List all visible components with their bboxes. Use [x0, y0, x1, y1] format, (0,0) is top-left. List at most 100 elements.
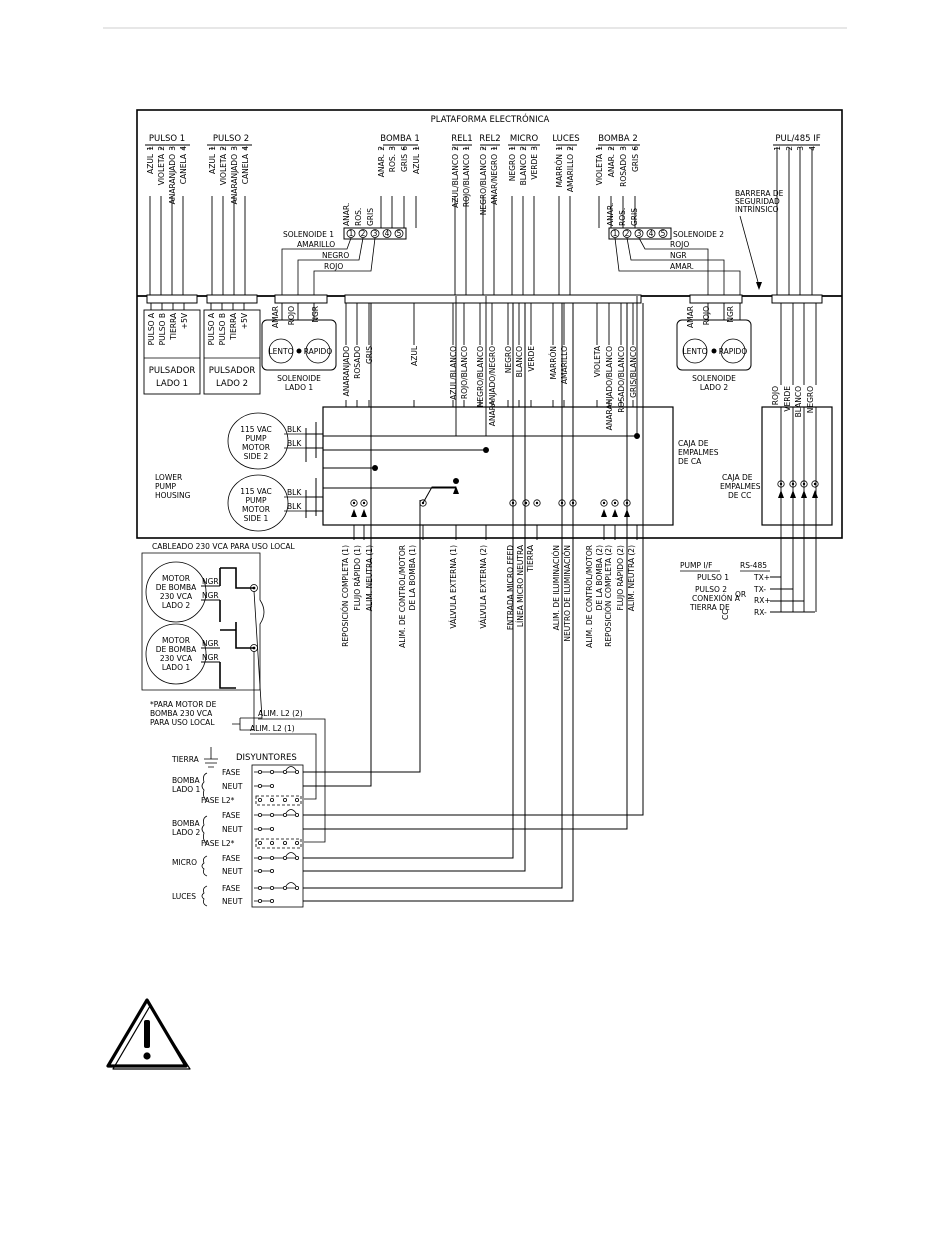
- dc-wire-label: NEGRO: [806, 386, 815, 413]
- bomba2-pin-label: 1: [595, 146, 604, 151]
- bomba1-pin-label: 6: [400, 146, 409, 151]
- caja-cc-line-1: CAJA DE: [722, 473, 753, 482]
- sol1-num: 2: [361, 229, 366, 238]
- ac-arrow-icons: [351, 486, 630, 517]
- bottom-function-label: VÁLVULA EXTERNA (1): [449, 545, 458, 629]
- motor-feed-wires: [305, 428, 323, 518]
- solenoid-lado1-box: [261, 319, 337, 371]
- header-pulso1: PULSO 1: [149, 134, 185, 144]
- bomba1-wire-label: AZUL: [412, 153, 421, 174]
- bomba2-pin-label: 3: [619, 146, 628, 151]
- lower-wire-label: ANARANJADO/BLANCO: [605, 346, 614, 430]
- sol2-top-label: ANAR.: [606, 203, 615, 226]
- sol1-num: 5: [397, 229, 402, 238]
- ac-azul-link: [422, 486, 456, 504]
- breaker-micro: MICRO: [172, 858, 197, 867]
- breaker-rows: FASE NEUT FASE L2* FASE NEUT FASE L2* FA…: [201, 768, 243, 906]
- breaker-bomba1-2: LADO 1: [172, 785, 201, 794]
- pulso1-wire-label: VIOLETA: [157, 153, 166, 185]
- bomba2-pin-label: 2: [607, 146, 616, 151]
- rs485-tx-plus: TX+: [753, 573, 770, 582]
- breaker-neut: NEUT: [222, 897, 243, 906]
- sol2-num: 3: [637, 229, 642, 238]
- sol1-title: SOLENOIDE 1: [283, 230, 334, 239]
- pul485-pin-label: 2: [785, 146, 794, 151]
- connector-blocks: [146, 294, 823, 304]
- motor1-blk-a: BLK: [287, 488, 302, 497]
- pulso1-pin-label: 2: [157, 146, 166, 151]
- header-pul485: PUL/485 IF: [775, 134, 820, 144]
- note230-leaders: [232, 590, 263, 731]
- pulso2-wire-label: VIOLETA: [219, 153, 228, 185]
- sol-lado2-pin-label: ROJO: [702, 306, 711, 325]
- pulso1-pin-label: 4: [179, 146, 188, 151]
- breaker-panel: [251, 764, 304, 908]
- sol2-wire-label: NGR: [670, 251, 687, 260]
- conn-pulso1: [146, 294, 198, 304]
- bomba1-wire-label: ROS.: [388, 154, 397, 172]
- solenoid-lado1-title-2: LADO 1: [285, 383, 314, 392]
- bomba2-wire-label: GRIS: [631, 154, 640, 172]
- ac-terminals: [350, 433, 640, 507]
- lower-wire-label: ROJO/BLANCO: [460, 346, 469, 399]
- motor2-line: MOTOR: [242, 443, 270, 452]
- motor230-1-line: LADO 1: [162, 663, 191, 672]
- rs485-tx-minus: TX-: [753, 585, 766, 594]
- sol1-wire-negro: [297, 237, 364, 295]
- sol2-wire-rojo: [638, 237, 709, 295]
- motor230-2-line: 230 VCA: [160, 592, 193, 601]
- rel2-pin-label: 2: [479, 146, 488, 151]
- barrier-arrow-icon: [756, 282, 762, 290]
- bottom-function-label: DE LA BOMBA (1): [408, 545, 417, 611]
- pulso2-pin-label: 4: [241, 146, 250, 151]
- sol-lado1-pin-label: ROJO: [287, 306, 296, 325]
- breaker-switch-links: [254, 771, 295, 902]
- breaker-bomba2-2: LADO 2: [172, 828, 201, 837]
- header-bomba2: BOMBA 2: [598, 134, 637, 144]
- micro-wire-label: VERDE: [530, 154, 539, 180]
- caja-cc-line-2: EMPALMES: [720, 482, 761, 491]
- solenoid-lado2-box: [676, 319, 752, 371]
- solenoid-lado2-title-2: LADO 2: [700, 383, 729, 392]
- motor230-2-line: LADO 2: [162, 601, 191, 610]
- header-rel2: REL2: [479, 134, 500, 144]
- pump-motor-side2: [227, 412, 289, 470]
- bomba1-pin-label: 1: [412, 146, 421, 151]
- bottom-function-label: TIERRA: [526, 544, 535, 573]
- pump-if-conexion-2: TIERRA DE: [689, 603, 730, 612]
- pul485-pin-label: 3: [796, 146, 805, 151]
- lower-housing-line-2: PUMP: [155, 482, 176, 491]
- sol2-wire-label: AMAR.: [670, 262, 694, 271]
- sol2-rapido-coil: [720, 338, 746, 364]
- pulso2-pin-label: 3: [230, 146, 239, 151]
- pulso1-wire-label: ANARANJADO: [168, 154, 177, 205]
- lower-wire-label: ANARANJADO: [342, 346, 351, 397]
- tierra-label: TIERRA: [171, 755, 200, 764]
- pulsador2-pin-label: TIERRA: [229, 312, 238, 341]
- rel1-pin-label: 1: [462, 146, 471, 151]
- cableado-links: [219, 567, 254, 689]
- pulsador1-pin-label: TIERRA: [169, 312, 178, 341]
- bottom-function-label: ALIM. DE ILUMINACIÓN: [552, 545, 561, 630]
- lower-wire-label: ANARANJADO/NEGRO: [488, 346, 497, 426]
- sol1-lento-coil: [268, 338, 294, 364]
- pulso2-wire-label: CANELA: [241, 153, 250, 184]
- sol1-wire-label: AMARILLO: [297, 240, 335, 249]
- conn-pulso2: [206, 294, 258, 304]
- motor2-line: PUMP: [245, 434, 266, 443]
- pulsador2-pin-label: +5V: [240, 312, 249, 329]
- pulsador1-title-2: LADO 1: [156, 379, 188, 389]
- motor230-1-line: 230 VCA: [160, 654, 193, 663]
- bomba1-pin-label: 2: [377, 146, 386, 151]
- dc-wire-label: BLANCO: [794, 386, 803, 417]
- motor2-blk-b: BLK: [287, 439, 302, 448]
- pul485-pin-label: 4: [808, 146, 817, 151]
- sol1-wire-rojo: [313, 237, 376, 295]
- luces-pin-label: 1: [555, 146, 564, 151]
- bottom-function-label: NEUTRO DE ILUMINACIÓN: [563, 545, 572, 642]
- sol1-num: 1: [349, 229, 354, 238]
- lower-wire-label: VIOLETA: [593, 345, 602, 377]
- pulsador1-pin-label: PULSO A: [147, 312, 156, 345]
- sol1-wire-amarillo: [281, 237, 352, 295]
